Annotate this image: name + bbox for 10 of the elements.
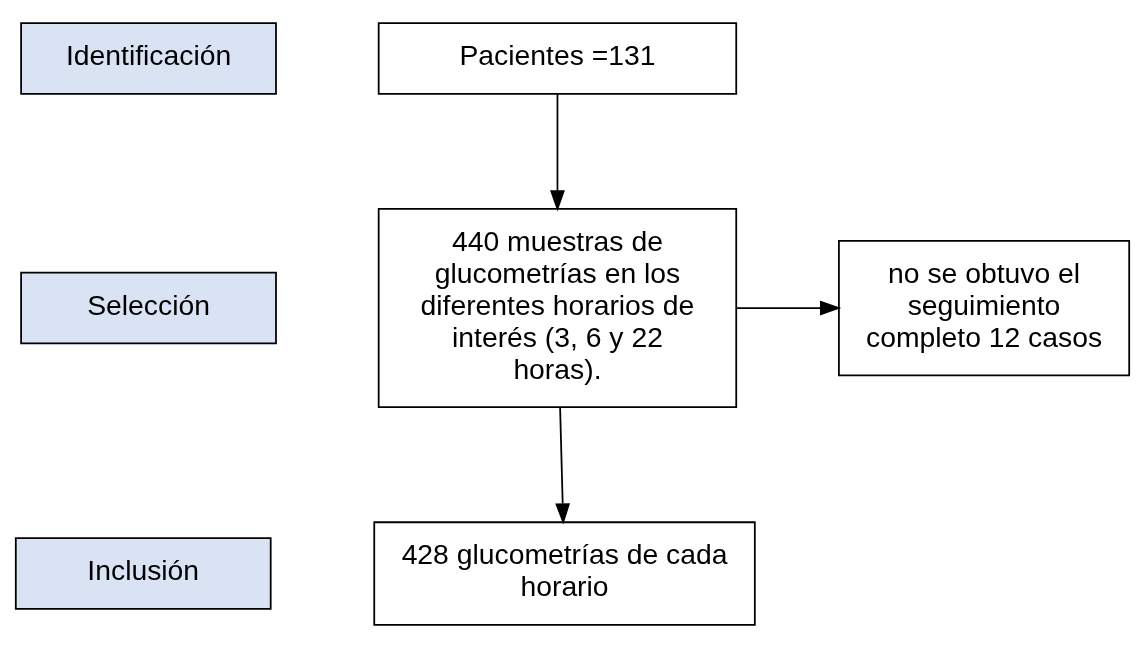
- node-box: 428 glucometrías de cada horario: [373, 520, 756, 626]
- node-box: 440 muestras de glucometrías en los diferentes horarios de interés (3, 6 y 22 horas).: [377, 207, 738, 408]
- arrow: [550, 92, 565, 212]
- node-box: Selección: [20, 271, 277, 344]
- node-box: Pacientes =131: [377, 21, 738, 95]
- node-box: Inclusión: [14, 536, 272, 610]
- arrow: [555, 406, 571, 525]
- node-box: Identificación: [20, 21, 277, 95]
- node-box: no se obtuvo el seguimiento completo 12 casos: [838, 239, 1131, 376]
- arrow: [735, 300, 842, 315]
